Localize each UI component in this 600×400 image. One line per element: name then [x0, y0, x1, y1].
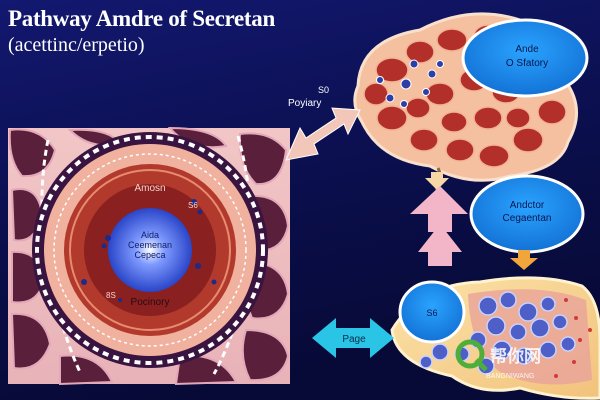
label-center-2: Ceemenan	[128, 240, 172, 250]
label-ring-bottom: Pocinory	[131, 297, 170, 308]
label-oval-small: S6	[426, 308, 437, 318]
label-center-1: Aida	[141, 230, 159, 240]
page-subtitle: (acettinc/erpetio)	[8, 34, 145, 56]
oval-ande-secretory	[461, 18, 589, 98]
label-center-3: Cepeca	[134, 250, 165, 260]
down-arrow-icon	[425, 172, 449, 190]
orange-arrow-icon	[510, 250, 538, 270]
watermark-sub: BANGNIWANG	[486, 373, 534, 380]
cyan-double-arrow-icon	[312, 318, 394, 358]
up-arrow-icon	[410, 186, 468, 266]
label-cross-ring: Amosn	[134, 183, 165, 194]
label-oval-mid-1: Andctor	[510, 200, 545, 211]
watermark-logo-icon	[455, 339, 488, 372]
label-arrow: Page	[342, 334, 366, 345]
watermark-main: 帮你网	[490, 346, 541, 367]
label-ring-left: 8S	[106, 291, 116, 300]
label-oval-top-2: O Sfatory	[506, 58, 548, 69]
oval-s6-small	[398, 280, 466, 344]
label-poyiary: Poyiary	[288, 98, 321, 109]
tissue-cross-section-panel	[8, 126, 290, 386]
label-ring-s6: S6	[188, 201, 198, 210]
label-oval-mid-2: Cegaentan	[503, 213, 552, 224]
label-oval-top-1: Ande	[515, 44, 539, 55]
double-arrow-icon	[285, 107, 361, 161]
label-so: S0	[318, 85, 329, 95]
page-title: Pathway Amdre of Secretan	[8, 6, 275, 31]
